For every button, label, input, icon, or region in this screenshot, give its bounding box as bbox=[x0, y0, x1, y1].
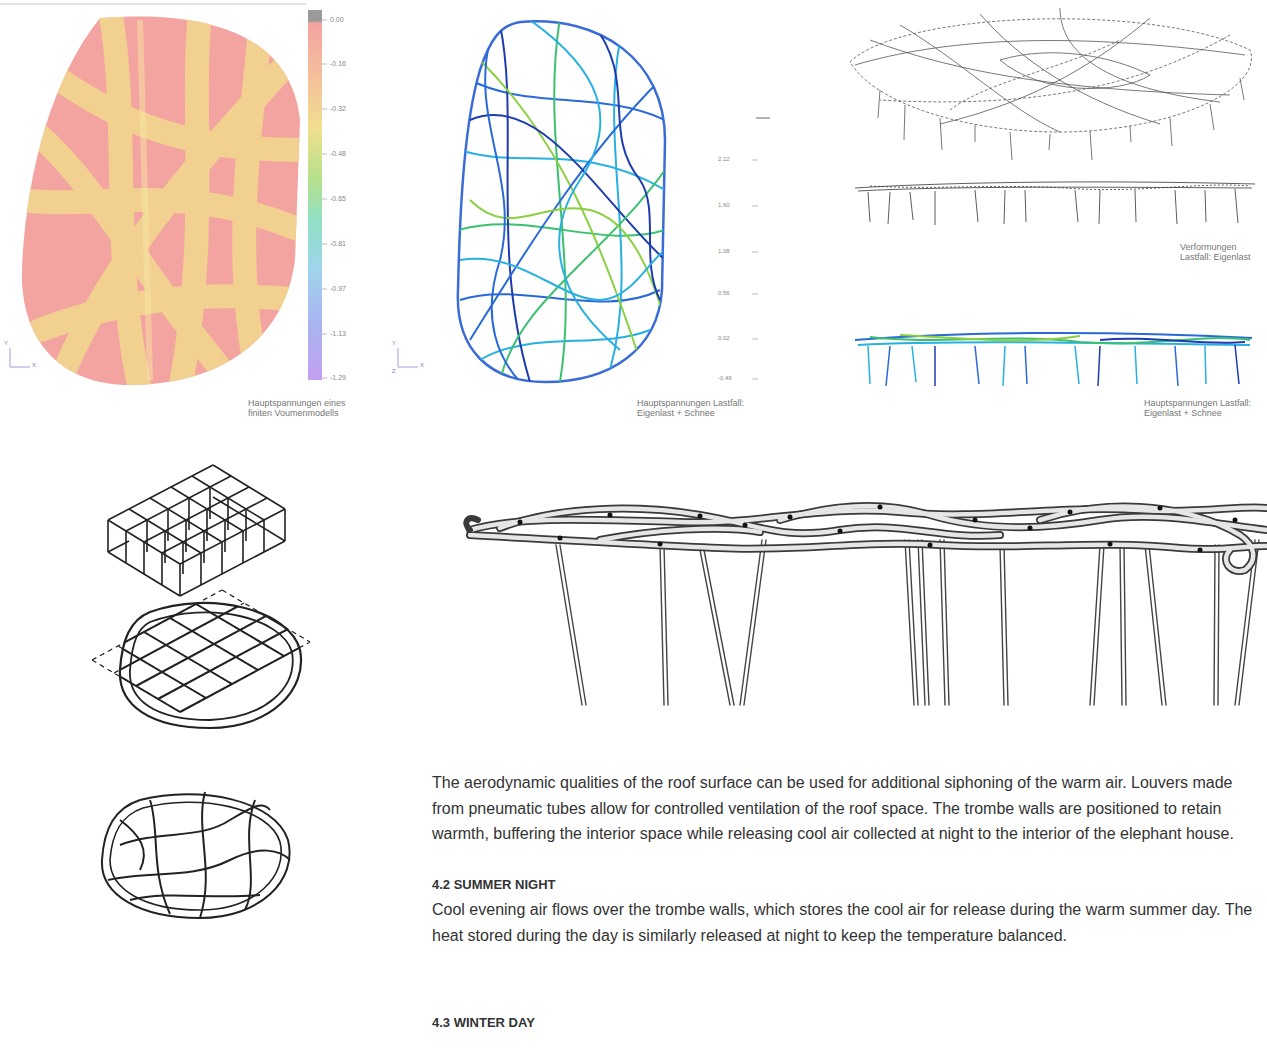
scale-value: 0.02 bbox=[718, 335, 748, 342]
grid-sketch bbox=[80, 465, 313, 596]
scale-value: -0.81 bbox=[330, 240, 360, 248]
color-bar-ticks bbox=[322, 20, 327, 378]
scale-value: 1.08 bbox=[718, 248, 748, 255]
stress-plot bbox=[20, 10, 300, 390]
color-bar bbox=[760, 118, 766, 380]
deformation-elevation bbox=[855, 182, 1255, 225]
axis-label: Y bbox=[392, 340, 402, 347]
member-network bbox=[458, 18, 665, 382]
grid-blob-sketch bbox=[92, 590, 310, 728]
section-heading: 4.3 WINTER DAY bbox=[432, 1015, 832, 1031]
rule bbox=[0, 4, 306, 5]
scale-value: -1.13 bbox=[330, 330, 360, 338]
scale-value: 1.60 bbox=[718, 202, 748, 209]
figure-caption: Hauptspannungen Lastfall: Eigenlast + Sc… bbox=[637, 398, 772, 419]
section-heading: 4.2 SUMMER NIGHT bbox=[432, 877, 832, 893]
figure-caption: Hauptspannungen Lastfall: Eigenlast + Sc… bbox=[1144, 398, 1265, 419]
figure-caption: Verformungen Lastfall: Eigenlast bbox=[1180, 242, 1267, 263]
scale-value: 2.12 bbox=[718, 156, 748, 163]
scale-value: -0.16 bbox=[330, 60, 360, 68]
figure-caption: Hauptspannungen eines finiten Voumenmode… bbox=[248, 398, 360, 419]
scale-value: -0.97 bbox=[330, 285, 360, 293]
body-paragraph: The aerodynamic qualities of the roof su… bbox=[432, 770, 1264, 847]
roof-elevation bbox=[466, 505, 1267, 706]
color-bar bbox=[308, 10, 322, 380]
axis-label: X bbox=[32, 362, 42, 369]
scale-value: -0.32 bbox=[330, 105, 360, 113]
axis-label: Z bbox=[392, 368, 402, 375]
scale-value: 0.00 bbox=[330, 16, 360, 24]
axis-label: Y bbox=[4, 340, 14, 347]
color-bar-ticks bbox=[752, 160, 758, 379]
scale-value: -0.48 bbox=[330, 150, 360, 158]
scale-value: 0.56 bbox=[718, 290, 748, 297]
axis-marker bbox=[398, 348, 418, 367]
axis-label: X bbox=[420, 362, 430, 369]
color-bar-tick bbox=[756, 118, 770, 119]
stress-elevation bbox=[855, 333, 1252, 386]
axis-marker bbox=[10, 348, 30, 367]
roof-wireframe bbox=[850, 8, 1251, 160]
body-paragraph: Cool evening air flows over the trombe w… bbox=[432, 897, 1264, 948]
scale-value: -0.49 bbox=[718, 375, 748, 382]
scale-value: -1.29 bbox=[330, 374, 360, 382]
rib-sketch bbox=[102, 792, 290, 918]
scale-value: -0.65 bbox=[330, 195, 360, 203]
